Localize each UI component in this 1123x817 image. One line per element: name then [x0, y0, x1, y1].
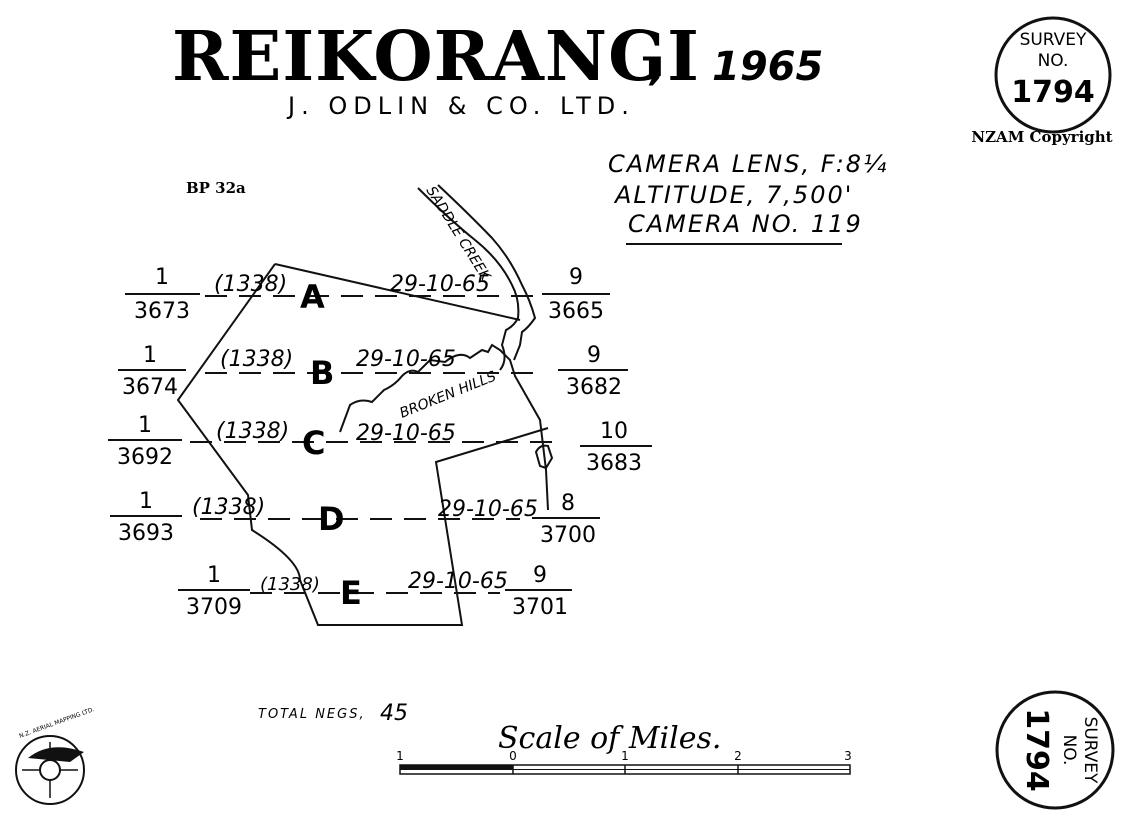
run-a-start-number: 1: [155, 265, 169, 290]
run-d-end-number: 8: [561, 491, 575, 516]
camera-altitude: ALTITUDE, 7,500': [613, 181, 853, 209]
scale-title: Scale of Miles.: [498, 721, 721, 756]
lens-icon: [39, 759, 61, 781]
run-a-end-number: 9: [569, 265, 583, 290]
run-e-code: (1338): [260, 574, 320, 595]
run-b-code: (1338): [220, 347, 293, 372]
run-c-date: 29-10-65: [356, 421, 456, 446]
run-b: 1 3674 (1338) B 29-10-65 9 3682: [122, 343, 622, 400]
scale-tick-three: 3: [844, 749, 852, 763]
run-d-start-film: 3693: [118, 521, 174, 546]
run-e-date: 29-10-65: [408, 569, 508, 594]
run-c-end-number: 10: [600, 419, 628, 444]
run-e: 1 3709 (1338) E 29-10-65 9 3701: [186, 563, 568, 620]
run-d-end-film: 3700: [540, 523, 596, 548]
total-negs-label: TOTAL NEGS,: [258, 707, 366, 722]
broken-hills-ridge: [339, 343, 549, 511]
run-c-start-number: 1: [138, 413, 152, 438]
run-b-date: 29-10-65: [356, 347, 456, 372]
scale-bar: 1 0 1 2 3: [396, 749, 852, 775]
run-c-letter: C: [302, 424, 325, 462]
run-e-start-number: 1: [207, 563, 221, 588]
camera-info: CAMERA LENS, F:8¼ ALTITUDE, 7,500' CAMER…: [608, 150, 888, 245]
run-c-code: (1338): [216, 419, 289, 444]
run-d-code: (1338): [192, 495, 265, 520]
total-negs-value: 45: [380, 701, 408, 726]
run-c-start-film: 3692: [117, 445, 173, 470]
creek-label: SADDLE CREEK: [423, 184, 494, 285]
title-separator: ,: [648, 44, 665, 90]
run-d-letter: D: [318, 500, 345, 538]
run-a-start-film: 3673: [134, 299, 190, 324]
camera-number: CAMERA NO. 119: [628, 210, 863, 238]
stamp-top-number: 1794: [1011, 75, 1095, 110]
logo-text: N.Z. AERIAL MAPPING LTD.: [18, 706, 95, 740]
aerial-mapping-logo: N.Z. AERIAL MAPPING LTD.: [15, 706, 96, 805]
camera-lens: CAMERA LENS, F:8¼: [608, 150, 888, 178]
run-e-end-film: 3701: [512, 595, 568, 620]
scale-tick-one: 1: [621, 749, 629, 763]
run-a-date: 29-10-65: [390, 272, 490, 297]
stamp-top-no: NO.: [1038, 51, 1069, 71]
reference-code: BP 32a: [186, 179, 246, 197]
run-c-end-film: 3683: [586, 451, 642, 476]
survey-stamp-top: SURVEY NO. 1794: [994, 16, 1112, 134]
run-a-code: (1338): [214, 272, 287, 297]
run-a-letter: A: [300, 278, 325, 316]
stamp-bottom-number: 1794: [1019, 708, 1054, 792]
scale-tick-two: 2: [734, 749, 742, 763]
run-d-date: 29-10-65: [438, 497, 538, 522]
run-a-end-film: 3665: [548, 299, 604, 324]
run-c: 1 3692 (1338) C 29-10-65 10 3683: [117, 413, 642, 476]
fraction-bars: [108, 293, 652, 591]
run-d-start-number: 1: [139, 489, 153, 514]
map-title: REIKORANGI: [172, 17, 700, 97]
run-b-start-number: 1: [143, 343, 157, 368]
aircraft-wing-icon: [28, 747, 84, 762]
map-year: 1965: [712, 44, 823, 90]
copyright-text: NZAM Copyright: [971, 128, 1112, 146]
run-e-start-film: 3709: [186, 595, 242, 620]
run-b-end-number: 9: [587, 343, 601, 368]
run-e-letter: E: [340, 574, 362, 612]
stamp-bottom-no: NO.: [1059, 735, 1079, 766]
scale-tick-zero: 0: [509, 749, 517, 763]
run-a: 1 3673 (1338) A 29-10-65 9 3665: [134, 265, 604, 324]
stamp-bottom-survey: SURVEY: [1080, 717, 1100, 784]
saddle-creek: [417, 184, 554, 470]
run-e-end-number: 9: [533, 563, 547, 588]
company-name: J. ODLIN & CO. LTD.: [286, 92, 635, 120]
survey-stamp-bottom: SURVEY NO. 1794: [995, 690, 1115, 810]
flight-lines: [190, 295, 560, 594]
run-d: 1 3693 (1338) D 29-10-65 8 3700: [118, 489, 596, 548]
hills-label: BROKEN HILLS: [398, 368, 499, 421]
run-b-letter: B: [310, 354, 334, 392]
run-b-start-film: 3674: [122, 375, 178, 400]
stamp-top-survey: SURVEY: [1020, 30, 1087, 50]
scale-tick-left: 1: [396, 749, 404, 763]
run-b-end-film: 3682: [566, 375, 622, 400]
survey-boundary: [176, 263, 549, 626]
